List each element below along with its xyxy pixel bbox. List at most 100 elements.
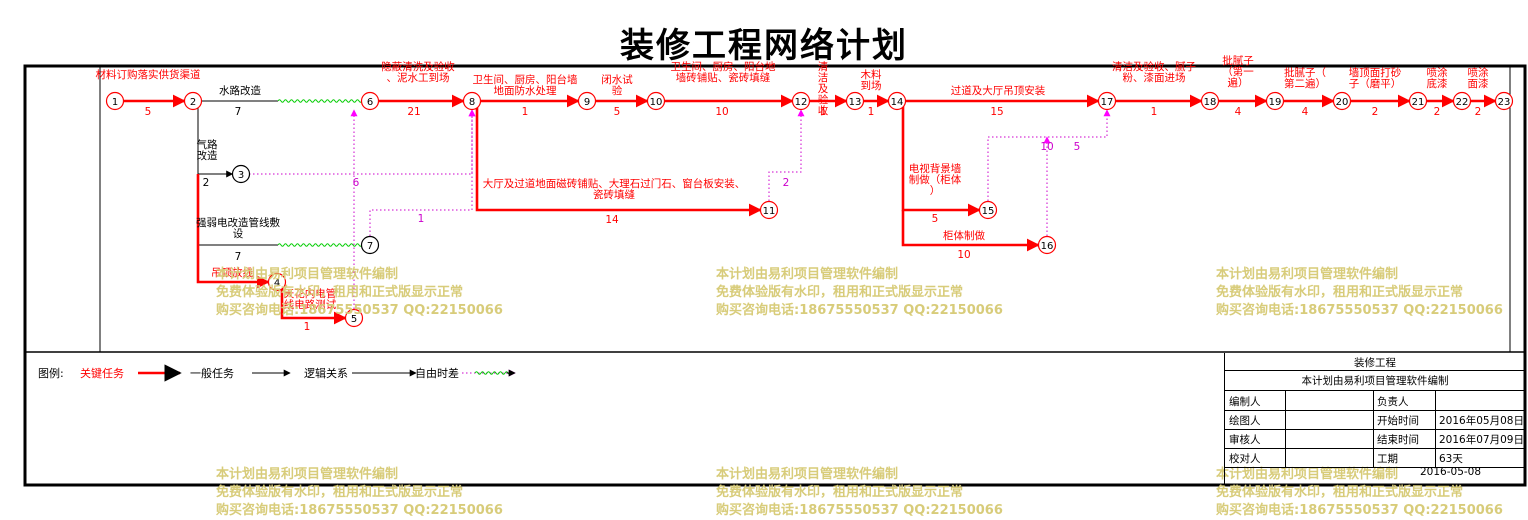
svg-text:6: 6: [367, 97, 373, 108]
free-float-link-15-17: [987, 109, 1111, 201]
legend-item-1: 关键任务: [80, 364, 182, 382]
svg-text:21: 21: [1412, 97, 1425, 108]
free-float-value-7-8: 1: [418, 213, 425, 225]
activity-arrow-4-5: [280, 282, 354, 320]
watermark-3: 本计划由易利项目管理软件编制免费体验版有水印，租用和正式版显示正常购买咨询电话:…: [1216, 267, 1503, 318]
info-cell: 2016年07月09日: [1439, 434, 1524, 446]
activity-label-14-17: 过道及大厅吊顶安装: [951, 84, 1046, 97]
activity-duration-8-11: 14: [605, 214, 619, 226]
free-float-value-5-6: 6: [353, 177, 360, 189]
node-5: 5: [344, 308, 364, 328]
legend-title: 图例:: [38, 366, 64, 380]
activity-duration-18-19: 4: [1235, 106, 1242, 118]
activity-arrow-14-15: [901, 101, 988, 212]
svg-text:23: 23: [1498, 97, 1511, 108]
activity-label-22-23: 喷涂面漆: [1468, 66, 1490, 90]
info-cell: 2016年05月08日: [1439, 415, 1524, 427]
activity-label-14-15: 电视背景墙制做（柜体）: [909, 162, 962, 197]
info-date: 2016-05-08: [1420, 466, 1482, 478]
info-cell: 校对人: [1229, 453, 1261, 465]
node-11: 11: [759, 200, 779, 220]
node-4: 4: [267, 272, 287, 292]
node-19: 19: [1265, 91, 1285, 111]
activity-duration-10-12: 10: [715, 106, 728, 118]
legend-item-2: 一般任务: [190, 367, 291, 380]
activity-label-10-12: 卫生间、厨房、阳台地墙砖铺贴、瓷砖填缝: [671, 60, 776, 84]
svg-text:8: 8: [469, 97, 475, 108]
node-23: 23: [1494, 91, 1514, 111]
node-3: 3: [231, 164, 251, 184]
node-2: 2: [183, 91, 203, 111]
legend-item-4: 自由时差: [415, 366, 516, 380]
activity-duration-17-18: 1: [1151, 106, 1158, 118]
svg-text:1: 1: [112, 97, 118, 108]
node-18: 18: [1200, 91, 1220, 111]
outer-frame: [23, 64, 1527, 487]
svg-text:22: 22: [1456, 97, 1469, 108]
watermark-5: 本计划由易利项目管理软件编制免费体验版有水印，租用和正式版显示正常购买咨询电话:…: [716, 467, 1003, 518]
activity-duration-22-23: 2: [1475, 106, 1482, 118]
info-cell: 63天: [1439, 453, 1463, 465]
node-17: 17: [1097, 91, 1117, 111]
activity-label-1-2: 材料订购落实供货渠道: [96, 68, 201, 81]
svg-text:7: 7: [367, 241, 373, 252]
node-13: 13: [845, 91, 865, 111]
activity-duration-2-3: 2: [203, 177, 210, 189]
svg-text:13: 13: [849, 97, 862, 108]
activity-label-8-11: 大厅及过道地面磁砖铺贴、大理石过门石、窗台板安装、瓷砖填缝: [483, 177, 746, 201]
watermark-6: 本计划由易利项目管理软件编制免费体验版有水印，租用和正式版显示正常购买咨询电话:…: [1216, 467, 1503, 518]
activity-arrow-2-4: [196, 174, 277, 284]
info-cell: 负责人: [1377, 396, 1409, 408]
info-project: 装修工程: [1354, 357, 1396, 369]
svg-text:11: 11: [763, 206, 776, 217]
activity-duration-2-6: 7: [235, 106, 242, 118]
activity-duration-6-8: 21: [407, 106, 420, 118]
free-float-wave-2-6: [277, 99, 363, 103]
svg-text:3: 3: [238, 170, 244, 181]
free-float-link-7-8: [369, 109, 476, 236]
svg-text:17: 17: [1101, 97, 1114, 108]
activity-duration-14-16: 10: [957, 249, 970, 261]
info-cell: 编制人: [1229, 396, 1261, 408]
svg-text:14: 14: [891, 97, 904, 108]
activity-label-14-16: 柜体制做: [943, 229, 985, 242]
info-cell: 开始时间: [1377, 415, 1419, 427]
free-float-value-16-17: 10: [1040, 141, 1053, 153]
activity-duration-8-9: 1: [522, 106, 529, 118]
node-6: 6: [360, 91, 380, 111]
node-22: 22: [1452, 91, 1472, 111]
free-float-link-11-12: [768, 109, 805, 201]
activity-duration-14-17: 15: [990, 106, 1003, 118]
node-21: 21: [1408, 91, 1428, 111]
free-float-value-11-12: 2: [783, 177, 790, 189]
info-cell: 工期: [1377, 453, 1398, 465]
free-float-wave-2-7: [277, 243, 363, 247]
chart-title: 装修工程网络计划: [620, 26, 908, 66]
activity-duration-21-22: 2: [1434, 106, 1441, 118]
svg-text:12: 12: [795, 97, 808, 108]
node-8: 8: [462, 91, 482, 111]
activity-label-2-4: 吊顶放线: [211, 266, 253, 279]
svg-text:关键任务: 关键任务: [80, 366, 124, 380]
activity-label-20-21: 墙顶面打砂子（磨平）: [1349, 66, 1402, 90]
activity-label-17-18: 清洁及验收、腻子粉、漆面进场: [1112, 60, 1196, 84]
activity-duration-4-5: 1: [304, 321, 311, 333]
activity-label-19-20: 批腻子（第二遍）: [1284, 66, 1326, 90]
activity-label-4-5: 天花内电管线电路测试: [284, 287, 337, 311]
activity-duration-19-20: 4: [1302, 106, 1309, 118]
activity-label-2-3: 气路改造: [197, 138, 218, 162]
info-note: 本计划由易利项目管理软件编制: [1301, 375, 1449, 387]
node-10: 10: [646, 91, 666, 111]
node-7: 7: [360, 235, 380, 255]
activity-duration-20-21: 2: [1372, 106, 1379, 118]
activity-label-18-19: 批腻子（第一遍）: [1222, 54, 1254, 89]
svg-text:逻辑关系: 逻辑关系: [304, 366, 348, 380]
node-9: 9: [577, 91, 597, 111]
activity-label-12-13: 清洁及验收: [818, 60, 829, 117]
svg-text:19: 19: [1269, 97, 1282, 108]
watermark-1: 本计划由易利项目管理软件编制免费体验版有水印，租用和正式版显示正常购买咨询电话:…: [216, 267, 503, 318]
node-20: 20: [1332, 91, 1352, 111]
svg-text:16: 16: [1041, 241, 1054, 252]
svg-text:一般任务: 一般任务: [190, 367, 234, 380]
